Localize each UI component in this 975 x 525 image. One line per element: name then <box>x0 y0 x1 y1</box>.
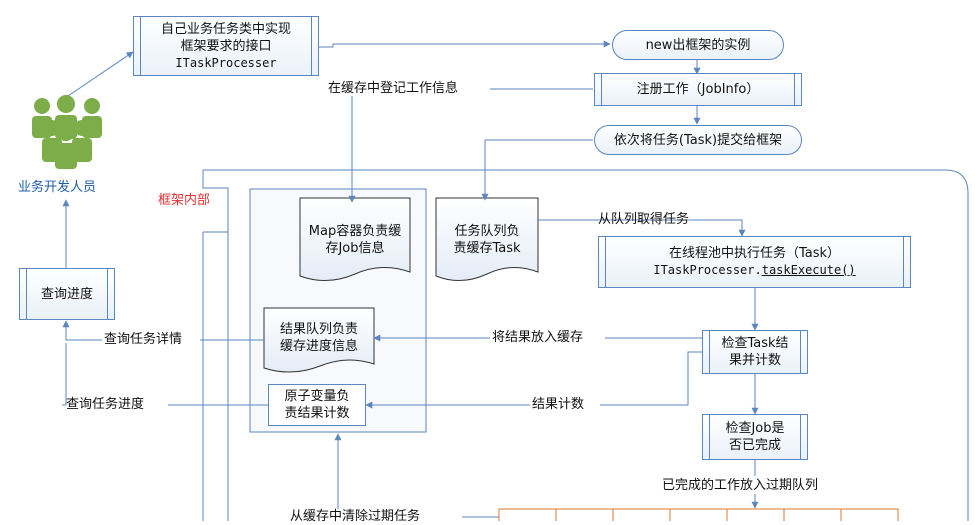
framework-inside-label: 框架内部 <box>158 193 211 208</box>
arrow-register-cache <box>352 88 593 202</box>
new-instance-terminal: new出框架的实例 <box>612 30 784 60</box>
submit-tasks-terminal: 依次将任务(Task)提交给框架 <box>594 125 802 155</box>
map-container-text: Map容器负责缓 存Job信息 <box>300 220 410 260</box>
execute-task-method: taskExecute() <box>761 263 856 277</box>
atomic-counter-line1: 原子变量负 <box>284 389 350 404</box>
clear-expired-label: 从缓存中清除过期任务 <box>290 509 421 524</box>
submit-tasks-label: 依次将任务(Task)提交给框架 <box>613 132 783 148</box>
check-task-line2: 果并计数 <box>728 353 781 368</box>
query-progress-box: 查询进度 <box>19 268 115 320</box>
query-task-progress-label: 查询任务进度 <box>66 397 145 412</box>
arrow-submit-to-queue <box>481 139 593 201</box>
framework-boundary-left <box>202 170 229 521</box>
execute-task-line2: ITaskProcesser.taskExecute() <box>653 262 855 279</box>
map-container-shape <box>299 197 411 281</box>
new-instance-label: new出框架的实例 <box>645 37 751 53</box>
check-job-line2: 否已完成 <box>728 438 781 453</box>
result-queue-text: 结果队列负责 缓存进度信息 <box>264 318 374 358</box>
execute-task-line1: 在线程池中执行任务（Task） <box>668 246 841 261</box>
map-container-line2: 存Job信息 <box>325 241 385 256</box>
register-job-box: 注册工作（JobInfo） <box>594 73 802 106</box>
task-queue-line2: 责缓存Task <box>453 241 521 256</box>
register-cache-label: 在缓存中登记工作信息 <box>328 81 459 96</box>
impl-interface-box: 自己业务任务类中实现 框架要求的接口 ITaskProcesser <box>133 16 319 76</box>
result-queue-line2: 缓存进度信息 <box>279 339 358 354</box>
atomic-counter-box: 原子变量负 责结果计数 <box>268 384 366 426</box>
expired-queue-label: 已完成的工作放入过期队列 <box>662 478 819 493</box>
arrow-impl-to-new <box>319 40 611 48</box>
check-task-line1: 检查Task结 <box>721 336 789 351</box>
result-queue-shape <box>263 307 375 373</box>
task-queue-line1: 任务队列负 <box>454 224 520 239</box>
arrow-result-to-query <box>66 321 264 341</box>
query-progress-label: 查询进度 <box>40 286 93 302</box>
framework-boundary <box>203 169 969 521</box>
check-job-line1: 检查Job是 <box>725 421 785 436</box>
developer-label: 业务开发人员 <box>18 180 97 195</box>
result-queue-line1: 结果队列负责 <box>279 322 358 337</box>
task-queue-shape <box>435 197 539 281</box>
arrow-check-to-counter <box>366 351 702 405</box>
impl-interface-line1: 自己业务任务类中实现 <box>160 21 291 37</box>
impl-interface-line2: 框架要求的接口 <box>180 38 272 54</box>
arrow-dev-to-impl <box>67 51 134 97</box>
execute-task-class: ITaskProcesser. <box>653 263 762 277</box>
expired-queue <box>498 508 899 521</box>
arrow-clear-expired <box>338 434 499 518</box>
put-result-cache-label: 将结果放入缓存 <box>492 330 584 345</box>
check-task-box: 检查Task结 果并计数 <box>702 330 808 374</box>
map-container-line1: Map容器负责缓 <box>308 224 402 239</box>
take-from-queue-label: 从队列取得任务 <box>598 212 690 227</box>
task-queue-text: 任务队列负 责缓存Task <box>436 220 538 260</box>
atomic-counter-line2: 责结果计数 <box>284 406 350 421</box>
arrow-queue-to-exec <box>538 219 746 237</box>
execute-task-box: 在线程池中执行任务（Task） ITaskProcesser.taskExecu… <box>598 236 911 288</box>
register-job-label: 注册工作（JobInfo） <box>636 82 760 97</box>
impl-interface-line3: ITaskProcesser <box>175 55 277 70</box>
developers-icon <box>32 95 102 169</box>
result-count-label: 结果计数 <box>532 397 585 412</box>
check-job-box: 检查Job是 否已完成 <box>702 414 808 460</box>
query-task-detail-label: 查询任务详情 <box>104 332 183 347</box>
